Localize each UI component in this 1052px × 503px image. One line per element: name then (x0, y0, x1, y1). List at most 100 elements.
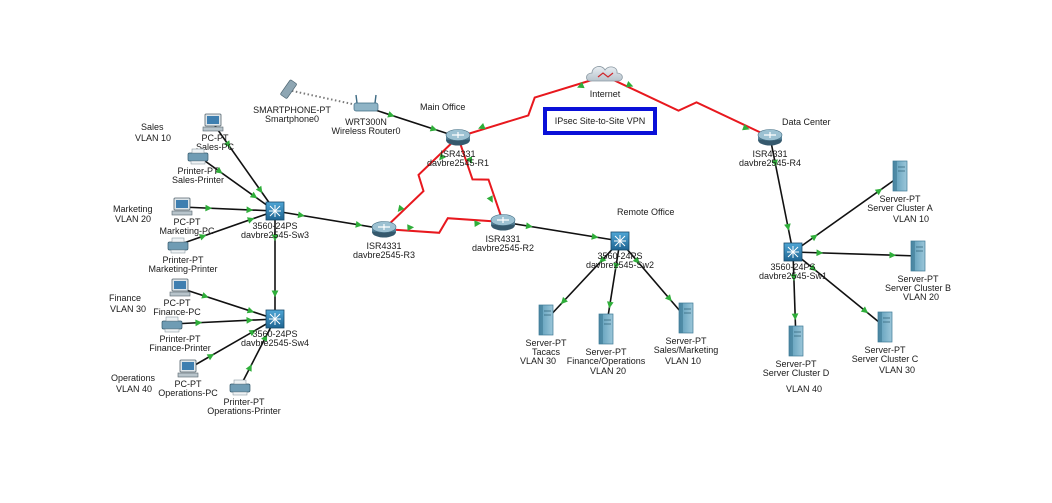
operations-vlan-label: VLAN 40 (116, 384, 152, 394)
device-model-label: PC-PT (202, 133, 230, 143)
device-model-label: Server-PT (585, 347, 627, 357)
device-model-label: 3560-24PS (252, 221, 297, 231)
link-r4-swdc[interactable] (769, 136, 794, 253)
operations-label: Operations (111, 373, 156, 383)
link-r1-r3[interactable] (383, 136, 459, 230)
device-model-label: Printer-PT (159, 334, 201, 344)
device-model-label: Server-PT (897, 274, 939, 284)
link-mktpc-sw3-light-b (246, 206, 254, 214)
link-r3-r2-light-a (407, 224, 415, 231)
link-finpc-sw4-light-a (201, 292, 209, 299)
device-model-label: Server-PT (879, 194, 921, 204)
router-icon (490, 214, 516, 231)
cloud-icon (586, 66, 623, 82)
server-icon (538, 304, 554, 336)
device-model-label: 3560-24PS (252, 329, 297, 339)
link-internet-r1[interactable] (457, 75, 606, 138)
sales-vlan-label: VLAN 10 (135, 133, 171, 143)
link-sw3-r3-light-b (355, 221, 363, 228)
link-sw2-srv_finops-light-b (607, 301, 614, 309)
switch-icon (265, 309, 285, 329)
pc-icon (202, 113, 224, 132)
link-internet-r4-light-a (625, 81, 634, 88)
link-r2-sw2[interactable] (502, 221, 621, 242)
router-icon (757, 129, 783, 146)
server-icon (877, 311, 893, 343)
link-salesprn-sw3[interactable] (197, 155, 276, 212)
link-opprn-sw4[interactable] (239, 318, 276, 388)
link-sw3-r3-light-a (297, 211, 305, 219)
link-internet-r4-light-b (742, 124, 750, 131)
link-swdc-srv_b[interactable] (792, 251, 919, 257)
device-name-label: davbre2545-R2 (472, 243, 534, 253)
link-mktprn-sw3[interactable] (177, 210, 276, 246)
link-sw2-srv_salesmkt[interactable] (619, 240, 687, 319)
device-model-label: PC-PT (175, 379, 203, 389)
link-wrt-r1[interactable] (365, 106, 459, 138)
link-finpc-sw4[interactable] (179, 287, 276, 320)
pc-icon (177, 359, 199, 378)
link-r2-sw2-light-b (591, 233, 599, 240)
device-name-label: Sales-Printer (172, 175, 224, 185)
link-finprn-sw4-light-b (246, 317, 254, 324)
link-swdc-srv_c[interactable] (792, 251, 886, 328)
device-model-label: ISR4331 (752, 149, 787, 159)
link-swdc-srv_a[interactable] (792, 175, 901, 253)
device-name-label: davbre2545-R3 (353, 250, 415, 260)
device-model-label: ISR4331 (366, 241, 401, 251)
link-r3-r2[interactable] (383, 217, 504, 234)
link-oppc-sw4-light-a (206, 354, 215, 361)
link-finprn-sw4[interactable] (171, 318, 276, 325)
cluster-c-vlan-label: VLAN 30 (879, 365, 915, 375)
link-oppc-sw4[interactable] (187, 318, 276, 370)
link-sw2-srv_tacacs[interactable] (545, 240, 621, 321)
link-mktpc-sw3[interactable] (181, 206, 276, 212)
device-model-label: 3560-24PS (597, 251, 642, 261)
device-name-label: Sales-PC (196, 142, 235, 152)
link-internet-r1-light-b (478, 123, 486, 130)
link-internet-r1-light-a (577, 81, 585, 89)
device-internet[interactable]: Internet (586, 66, 623, 99)
link-salespc-sw3[interactable] (212, 122, 276, 212)
device-name-label: davbre2545-Sw3 (241, 230, 309, 240)
link-sw3-r3[interactable] (274, 210, 385, 230)
link-finpc-sw4-light-b (246, 307, 255, 314)
link-r4-swdc-light-b (784, 223, 791, 231)
finance-vlan-label: VLAN 30 (110, 304, 146, 314)
smartphone-icon (280, 79, 297, 99)
link-mktpc-sw3-light-a (205, 204, 213, 212)
sales-label: Sales (141, 122, 164, 132)
link-internet-r4[interactable] (604, 75, 771, 138)
salesmkt-vlan-label: VLAN 10 (665, 356, 701, 366)
device-model-label: Server-PT (775, 359, 817, 369)
server-icon (788, 325, 804, 357)
printer-icon (167, 237, 189, 254)
link-r1-r2[interactable] (457, 136, 504, 223)
pc-icon (171, 197, 193, 216)
